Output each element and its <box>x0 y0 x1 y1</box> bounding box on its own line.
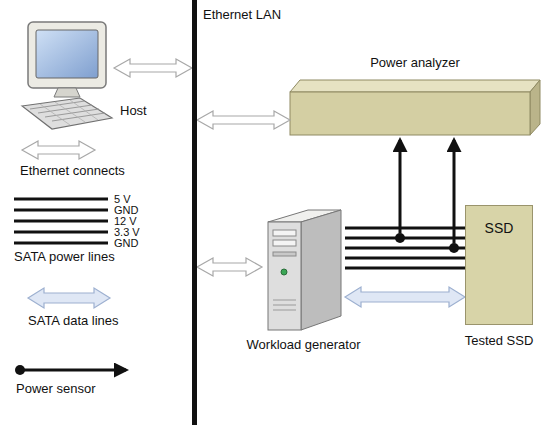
legend-text: Power sensor <box>16 382 95 397</box>
sata-power-line <box>345 267 465 270</box>
ethernet-connection <box>197 111 290 129</box>
legend-ethernet-sample <box>22 141 95 159</box>
legend-text: SATA data lines <box>28 314 119 329</box>
signal-name: GND <box>114 237 138 249</box>
power-analyzer: Power analyzer <box>290 80 540 135</box>
host-computer: Host <box>22 20 114 130</box>
signal-name: GND <box>114 204 138 216</box>
ethernet-connection <box>197 258 262 276</box>
signal-name: 12 V <box>114 215 137 227</box>
sata-power-line <box>345 257 465 260</box>
sata-data-line <box>345 287 465 307</box>
workload-generator: Workload generator <box>262 205 345 332</box>
legend-data-lines-sample <box>28 288 110 308</box>
power-analyzer-box <box>290 80 540 135</box>
signal-name: 3.3 V <box>114 226 140 238</box>
ssd-box: SSDTested SSD <box>465 205 533 325</box>
node-label: Power analyzer <box>370 56 460 71</box>
node-label: Ethernet LAN <box>203 8 281 23</box>
sata-power-line <box>345 237 465 240</box>
server-tower-icon <box>268 210 341 330</box>
host-computer-icon <box>22 22 112 129</box>
ethernet-connection <box>114 59 192 77</box>
node-label: SSD <box>485 220 514 236</box>
sata-power-line <box>345 247 465 250</box>
node-caption: Tested SSD <box>465 334 534 349</box>
sata-power-line <box>345 227 465 230</box>
signal-name: 5 V <box>114 193 131 205</box>
legend-text: SATA power lines <box>14 250 115 265</box>
power-sensor <box>395 140 459 253</box>
legend-power-sensor-sample <box>15 365 126 375</box>
node-label: Host <box>120 104 147 119</box>
ethernet-bus: Ethernet LAN <box>192 0 197 425</box>
legend-power-lines-sample <box>14 199 108 243</box>
legend-text: Ethernet connects <box>20 164 125 179</box>
node-label: Workload generator <box>247 338 361 353</box>
